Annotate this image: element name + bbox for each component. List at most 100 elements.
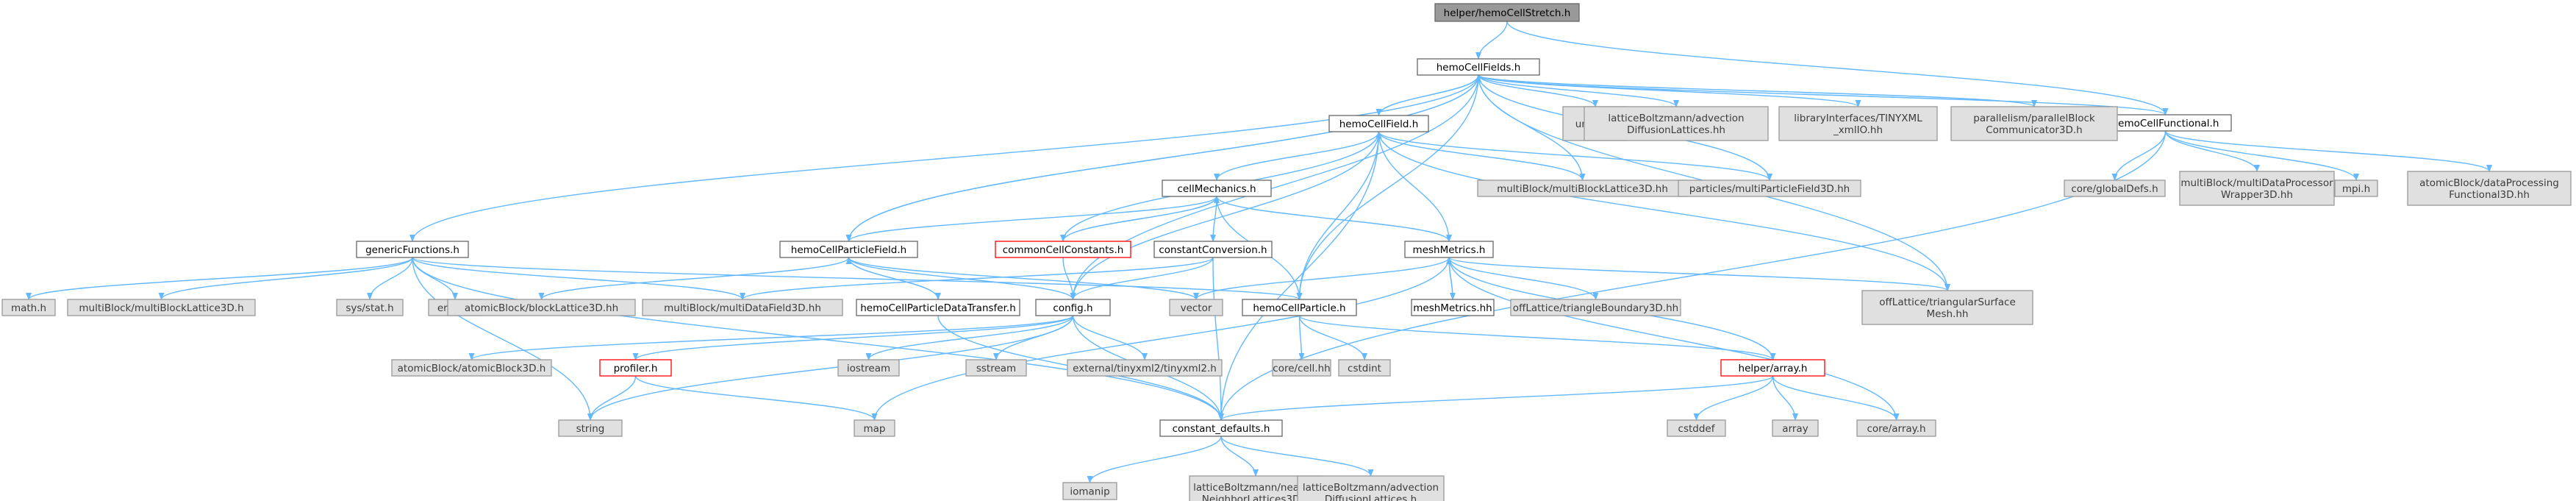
node-box [965,359,1027,377]
edge-generic-to-sysstat [367,257,413,300]
node-vector: vector [1169,299,1223,316]
node-label: hemoCellField.h [1339,118,1419,130]
node-multiblock-multidatafield3d-hh: multiBlock/multiDataField3D.hh [642,299,843,316]
node-cstddef: cstddef [1667,419,1726,437]
node-label: commonCellConstants.h [1003,244,1124,256]
node-hemocellparticlefield-h[interactable]: hemoCellParticleField.h [779,241,918,258]
edge-config-to-string [587,315,1074,421]
edge-constConv-to-constDefaults [1212,257,1224,421]
node-box [336,299,404,316]
edge-field-to-meshMetrics [1378,131,1452,242]
node-cellmechanics-h[interactable]: cellMechanics.h [1162,180,1272,197]
edge-stretch-to-fields [1475,21,1508,60]
node-box [1067,359,1223,377]
node-box [1720,359,1825,377]
node-cstdint: cstdint [1338,359,1391,377]
node-hemocellparticledatatransfer-h[interactable]: hemoCellParticleDataTransfer.h [856,299,1020,316]
node-box [837,359,900,377]
node-constant-defaults-h[interactable]: constant_defaults.h [1159,419,1283,437]
node-label: multiBlock/multiDataProcessor [2180,177,2333,189]
node-genericfunctions-h[interactable]: genericFunctions.h [356,241,469,258]
node-label: libraryInterfaces/TINYXML [1794,113,1922,124]
node-box [1153,241,1273,258]
node-box [1338,359,1391,377]
node-atomicblock-dataprocessing-functional3d-hh: atomicBlock/dataProcessingFunctional3D.h… [2407,171,2572,206]
node-label: core/cell.hh [1273,363,1330,374]
node-box [856,299,1020,316]
edge-pdTransfer-to-particleField [845,257,939,300]
node-multiblock-multidataprocessor-wrapper3d-hh: multiBlock/multiDataProcessorWrapper3D.h… [2179,171,2335,206]
node-helper-array-h[interactable]: helper/array.h [1720,359,1825,377]
node-hemocellfields-h[interactable]: hemoCellFields.h [1417,58,1540,76]
node-box [1,299,56,316]
edge-meshMetrics-to-triBoundary [1448,257,1599,300]
edge-field-to-mbLatticeHH [1378,131,1586,181]
node-profiler-h[interactable]: profiler.h [599,359,672,377]
edge-field-to-fields [1378,74,1481,116]
edge-functional-to-mpi [2164,130,2359,181]
node-box [1272,359,1331,377]
node-latticeboltzmann-advection-diffusionlattices-h: latticeBoltzmann/advectionDiffusionLatti… [1297,475,1445,501]
node-meshmetrics-hh[interactable]: meshMetrics.hh [1411,299,1495,316]
node-label: core/globalDefs.h [2071,183,2158,195]
node-iostream: iostream [837,359,900,377]
node-constantconversion-h[interactable]: constantConversion.h [1153,241,1273,258]
node-box [67,299,256,316]
node-particles-multiparticlefield3d-hh: particles/multiParticleField3D.hh [1678,180,1861,197]
edge-field-to-triSurface [1378,131,1950,291]
node-box [1417,58,1540,76]
node-label: parallelism/parallelBlock [1973,113,2095,124]
node-label: Communicator3D.h [1986,124,2082,136]
node-config-h[interactable]: config.h [1035,299,1111,316]
edge-field-to-cellMech [1214,131,1380,181]
node-label: constant_defaults.h [1173,423,1270,435]
node-hemocellparticle-h[interactable]: hemoCellParticle.h [1242,299,1357,316]
edge-fields-to-lbAdvLat [1478,74,1679,107]
node-label: latticeBoltzmann/advection [1303,482,1439,494]
node-commoncellconstants-h[interactable]: commonCellConstants.h [995,241,1131,258]
edge-generic-to-mbLatticeH [158,257,413,300]
node-label: _xmlIO.hh [1833,124,1883,136]
node-parallelism-parallelblock-communicator3d-h: parallelism/parallelBlockCommunicator3D.… [1950,106,2118,141]
node-label: cellMechanics.h [1177,183,1256,195]
edge-generic-to-particle [412,257,1303,300]
node-offlattice-triangleboundary3d-hh: offLattice/triangleBoundary3D.hh [1510,299,1681,316]
edge-field-to-mpField3D [1378,131,1772,181]
node-box [1861,290,2033,325]
node-multiblock-multiblocklattice3d-hh: multiBlock/multiBlockLattice3D.hh [1477,180,1688,197]
node-hemocellfunctional-h[interactable]: hemoCellFunctional.h [2099,114,2232,132]
edge-commonConst-to-cellMech [1062,196,1220,242]
node-box [1667,419,1726,437]
node-label: particles/multiParticleField3D.hh [1689,183,1850,195]
edge-particle-to-array [1298,315,1776,360]
node-box [779,241,918,258]
node-box [1062,482,1117,500]
edge-cellMech-to-meshMetrics [1216,196,1452,242]
node-box [447,299,636,316]
edge-array-to-arrayStd [1772,375,1798,421]
node-box [1772,419,1819,437]
edge-constDefaults-to-lbNearest [1220,436,1259,477]
node-label: iomanip [1070,486,1109,498]
node-hemocellfield-h[interactable]: hemoCellField.h [1328,115,1429,132]
node-label: mpi.h [2342,183,2370,195]
node-libraryinterfaces-tinyxml-xmlio-hh: libraryInterfaces/TINYXML_xmlIO.hh [1778,106,1938,141]
node-label: hemoCellFields.h [1437,62,1521,74]
edge-particle-to-coreCell [1298,315,1305,360]
edge-fields-to-config [1070,74,1479,300]
edge-profiler-to-string [587,375,637,421]
node-label: profiler.h [614,363,658,374]
node-label: offLattice/triangleBoundary3D.hh [1513,302,1678,314]
node-helper-hemocellstretch-h[interactable]: helper/hemoCellStretch.h [1434,3,1580,22]
edge-array-to-coreArray [1772,375,1900,421]
node-meshmetrics-h[interactable]: meshMetrics.h [1404,241,1494,258]
edge-config-to-iostream [865,315,1074,360]
edge-constConv-to-config [1070,257,1214,300]
edge-array-to-cstddef [1693,375,1774,421]
node-label: DiffusionLattices.hh [1627,124,1725,136]
node-box [356,241,469,258]
edge-field-to-config [1070,131,1380,300]
node-label: atomicBlock/blockLattice3D.hh [465,302,618,314]
